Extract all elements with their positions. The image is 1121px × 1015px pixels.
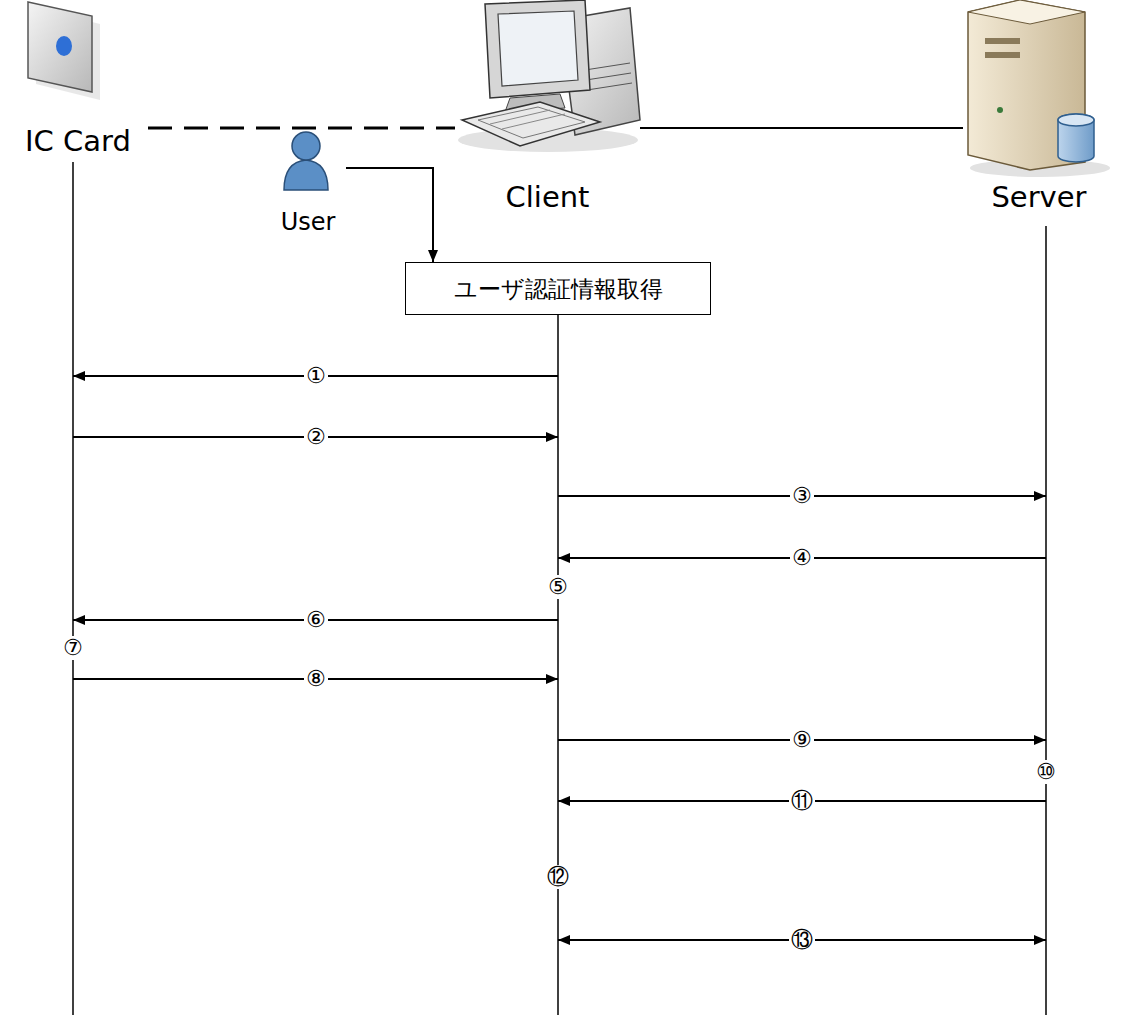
- callout-number: ⑨: [790, 728, 814, 752]
- lifeline: [557, 315, 559, 1015]
- participant-name: Client: [506, 180, 590, 214]
- box-text: ユーザ認証情報取得: [454, 275, 663, 303]
- callout-number: ④: [790, 546, 814, 570]
- lifeline: [72, 162, 74, 1015]
- participant-name: User: [281, 208, 336, 236]
- callout-number: ⑬: [789, 928, 815, 952]
- ic-card-icon: [28, 2, 100, 100]
- callout-number: ⑤: [546, 575, 570, 599]
- callout-number: ③: [790, 484, 814, 508]
- callout-number: ⑦: [61, 636, 85, 660]
- callout-number: ⑩: [1034, 760, 1058, 784]
- server-icon: [968, 0, 1110, 177]
- callout-number: ①: [304, 364, 328, 388]
- callout-number: ⑫: [545, 865, 571, 889]
- lifeline: [1045, 226, 1047, 1015]
- participant-name: IC Card: [25, 124, 131, 158]
- actor-label: User: [266, 128, 350, 236]
- participant-label: Server: [963, 0, 1115, 214]
- callout-number: ⑧: [304, 667, 328, 691]
- participant-label: Client: [455, 0, 640, 214]
- callout-number: ②: [304, 425, 328, 449]
- message-arrow: [346, 168, 433, 262]
- participant-label: IC Card: [8, 0, 148, 158]
- client-computer-icon: [458, 0, 640, 152]
- callout-number: ⑥: [304, 608, 328, 632]
- message-arrow: [640, 127, 963, 129]
- callout-number: ⑪: [789, 789, 815, 813]
- process-box: ユーザ認証情報取得: [405, 262, 711, 315]
- user-icon: [284, 132, 328, 190]
- participant-name: Server: [991, 180, 1086, 214]
- dashed-link: [148, 127, 455, 130]
